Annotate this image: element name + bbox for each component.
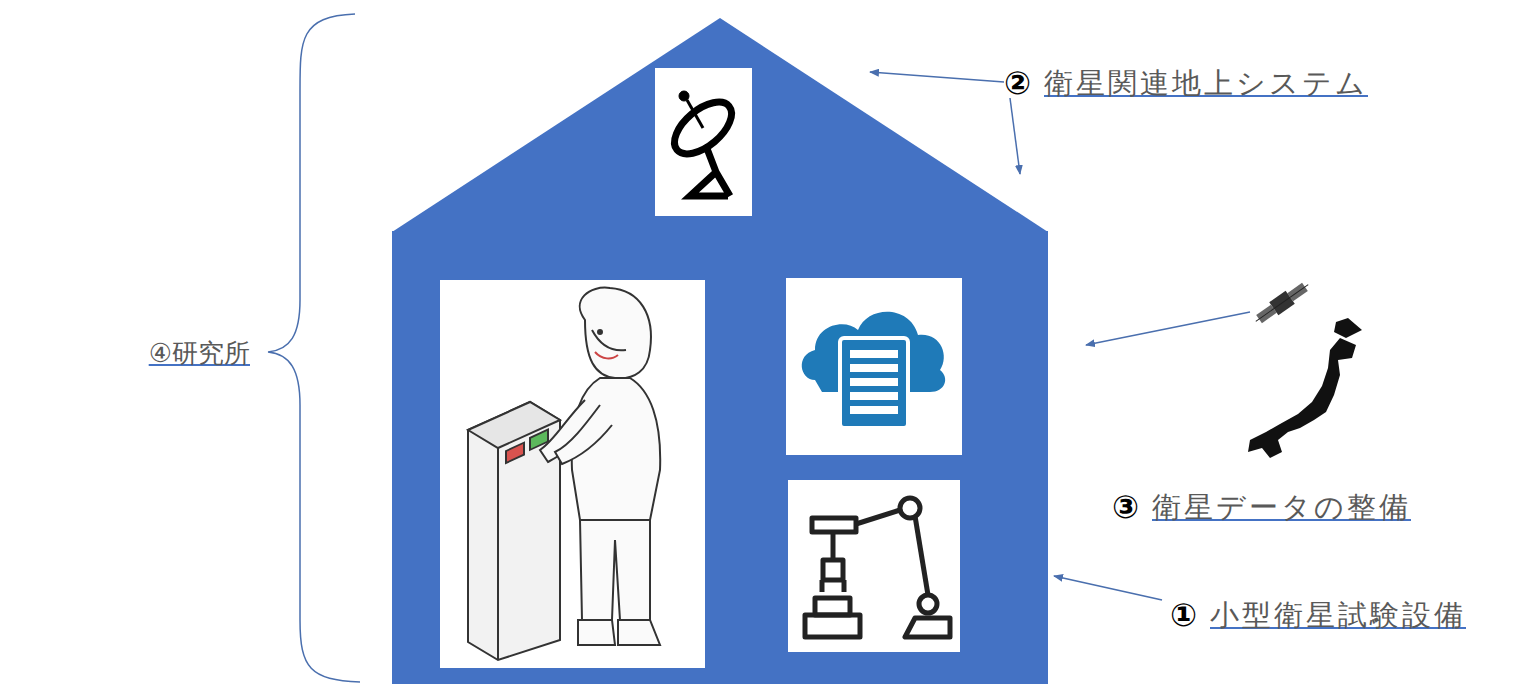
icon-panel xyxy=(786,278,962,455)
callout-number: ② xyxy=(1004,64,1031,102)
leader-arrow xyxy=(870,72,1004,82)
icon-panel xyxy=(655,68,752,216)
callout-number: ① xyxy=(1170,596,1197,634)
cleanroom-worker-illustration xyxy=(468,288,660,660)
icon-panel xyxy=(788,480,960,652)
leader-arrow xyxy=(1086,312,1250,345)
robot-arm-icon xyxy=(805,498,950,637)
house-body xyxy=(392,231,1048,684)
leader-arrow xyxy=(1054,576,1162,600)
curly-brace xyxy=(268,14,360,682)
callout-number: ③ xyxy=(1112,488,1139,526)
part-name: 衛星データの整備 xyxy=(1152,490,1411,525)
illustration-panel xyxy=(440,280,705,668)
part-name: ④研究所 xyxy=(149,338,250,369)
leader-arrow xyxy=(1010,98,1020,174)
satellite-dish-icon xyxy=(665,91,740,196)
japan-map xyxy=(1248,318,1362,458)
part-name: 小型衛星試験設備 xyxy=(1210,598,1466,633)
cloud-server-icon xyxy=(802,312,945,428)
part-name: 衛星関連地上システム xyxy=(1044,66,1368,101)
house-roof xyxy=(392,18,1048,232)
satellite-icon xyxy=(1251,278,1313,328)
